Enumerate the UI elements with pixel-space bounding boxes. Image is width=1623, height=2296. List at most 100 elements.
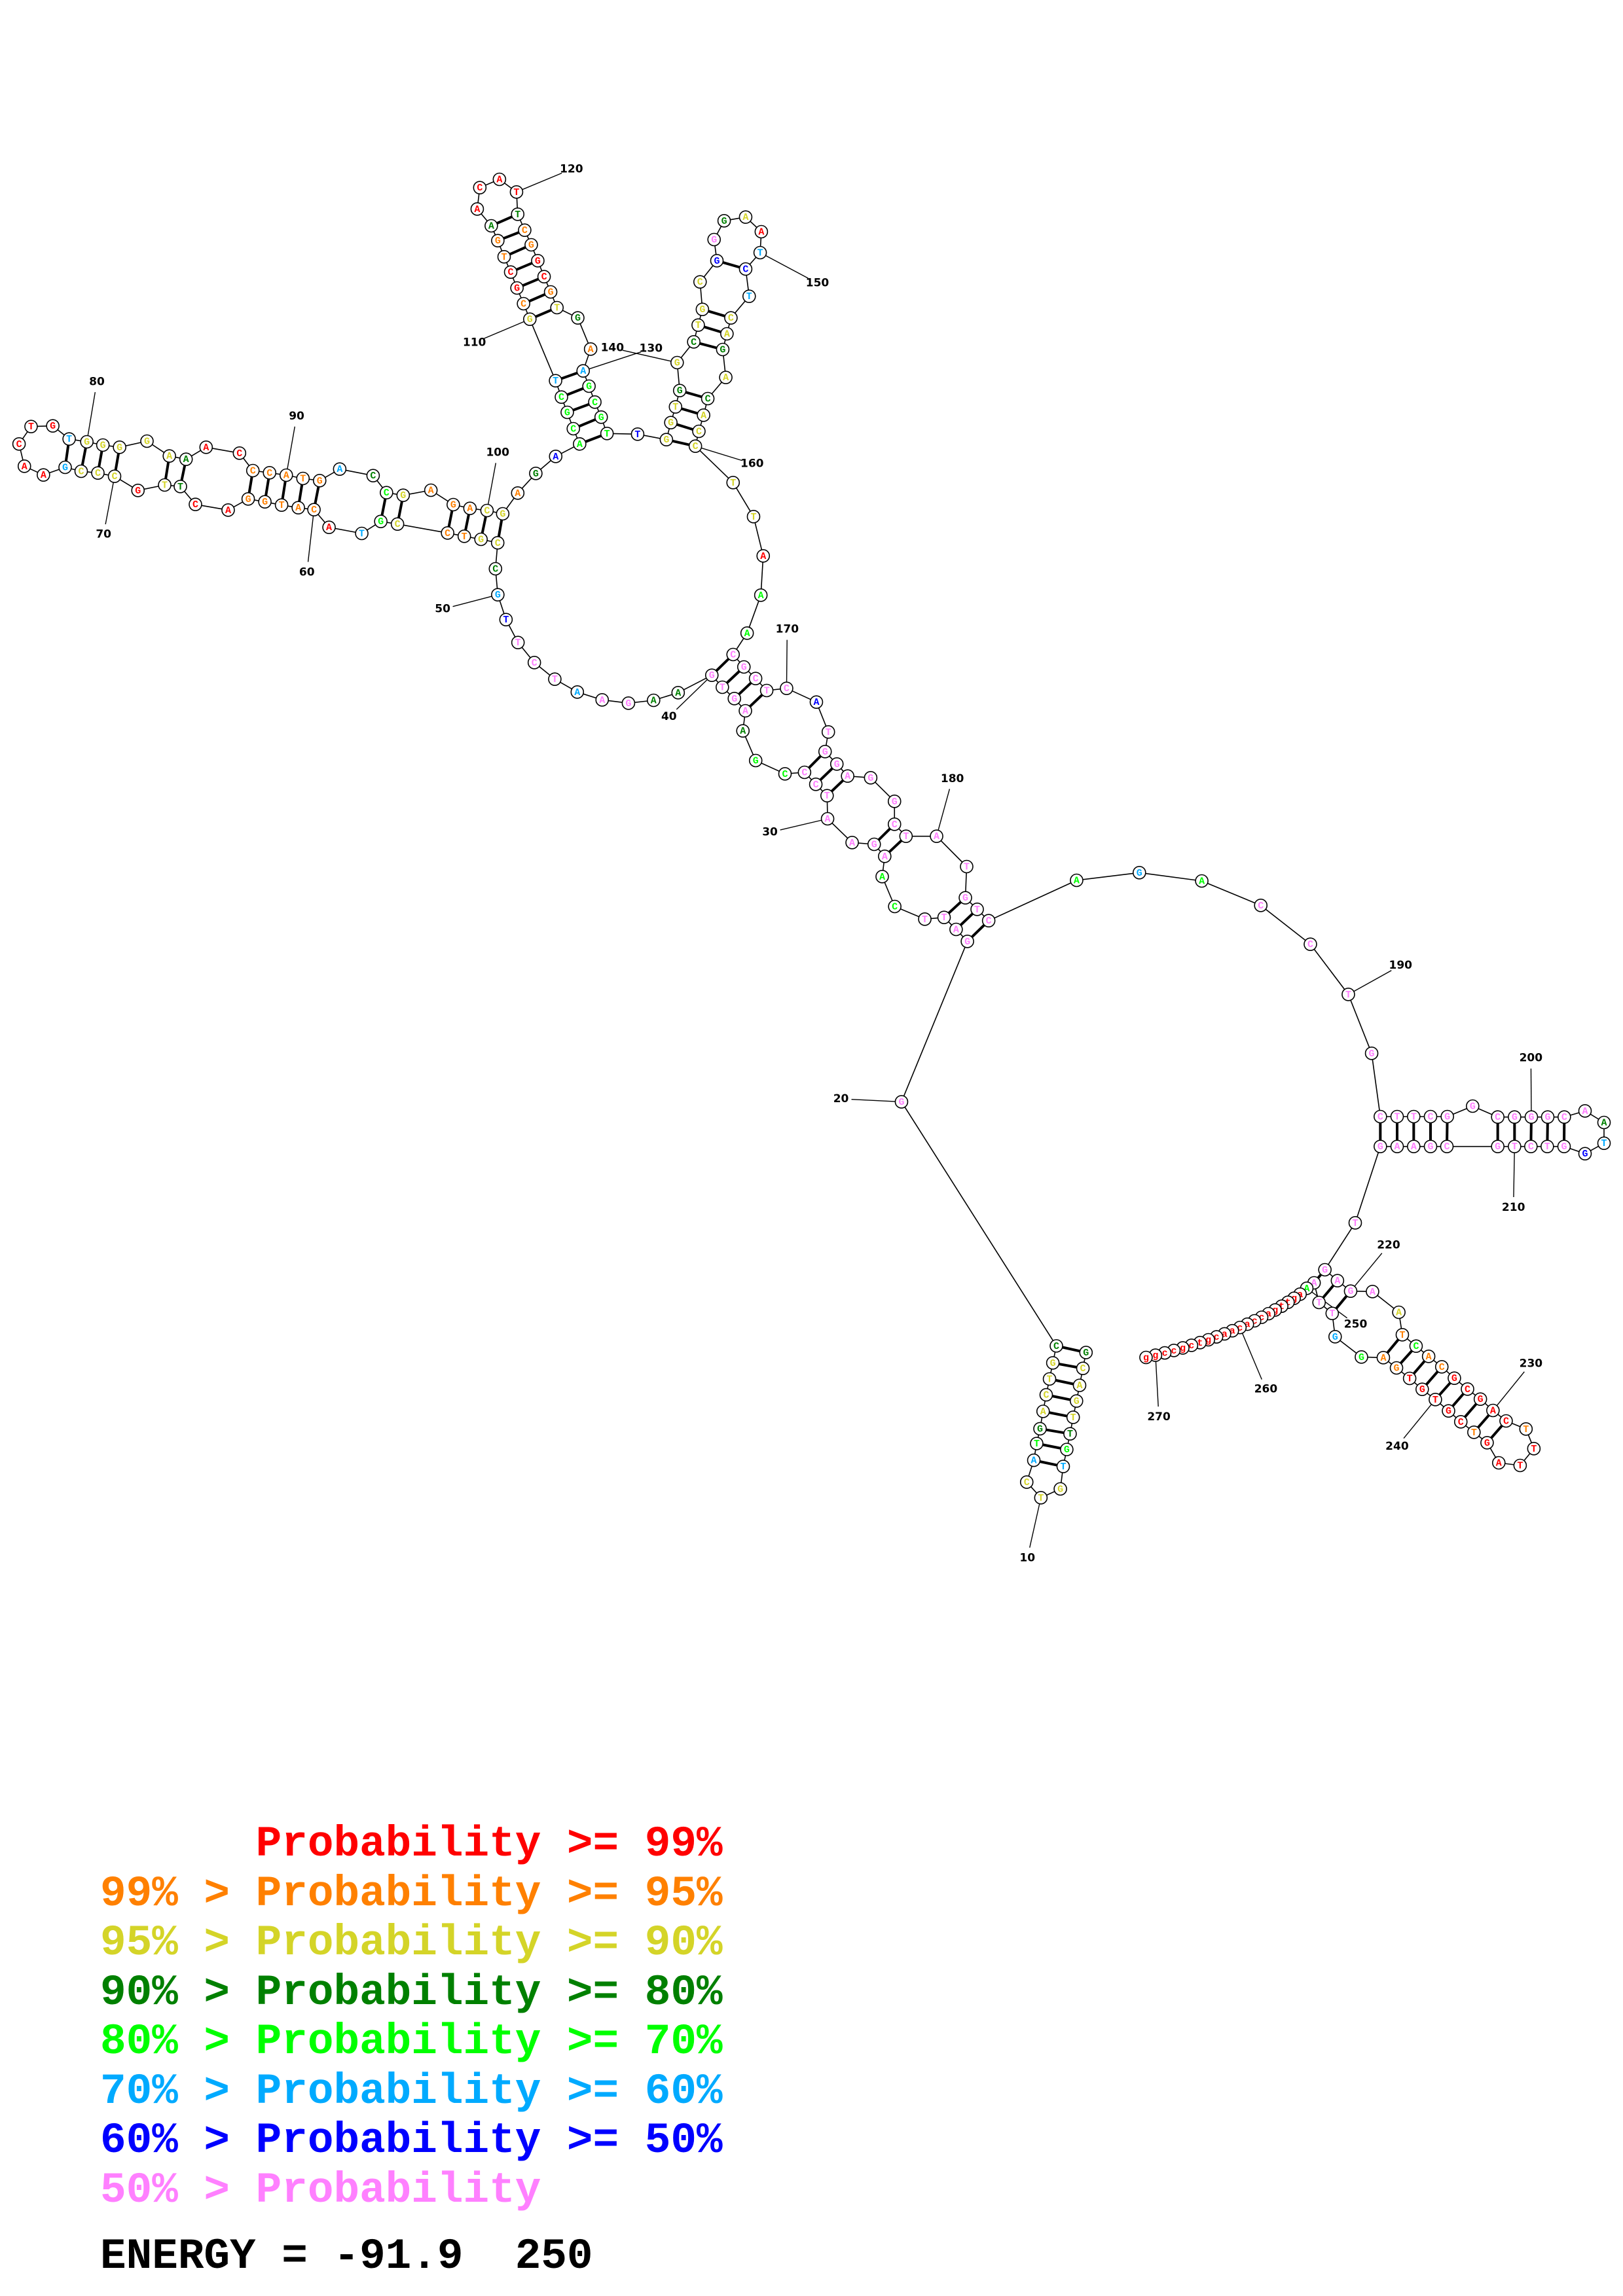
nucleotide-circle [717,214,731,228]
nucleotide-circle [1039,1388,1053,1402]
nucleotide-letter: T [359,529,365,540]
nucleotide-letter: G [514,283,520,295]
nucleotide-letter: C [95,468,101,479]
nucleotide-circle [396,488,410,502]
nucleotide-circle [517,296,530,311]
nucleotide-circle [1423,1109,1438,1124]
nucleotide-letter: C [1080,1363,1086,1374]
nucleotide-letter: A [760,551,766,562]
position-tick [307,509,315,562]
nucleotide-circle [670,355,684,370]
nucleotide-circle [830,757,844,771]
nucleotide-circle [1508,1110,1522,1124]
nucleotide-letter: G [62,463,68,474]
nucleotide-circle [1330,1274,1345,1287]
legend-row-99: Probability >= 99% [100,1820,723,1869]
nucleotide-letter: A [1380,1353,1386,1364]
nucleotide-letter: C [16,439,22,450]
nucleotide-circle [1407,1139,1421,1153]
nucleotide-circle [1053,1482,1067,1496]
nucleotide-letter: C [801,768,807,779]
position-label: 130 [640,342,663,355]
backbone-segment [695,446,734,483]
nucleotide-circle [258,495,272,509]
nucleotide-letter: T [66,434,72,445]
nucleotide-circle [1597,1115,1611,1130]
nucleotide-letter: C [507,267,513,278]
nucleotide-circle [759,683,774,698]
nucleotide-circle [107,469,122,483]
nucleotide-circle [724,311,738,325]
nucleotide-letter: C [1427,1112,1433,1123]
position-label: 110 [463,336,486,349]
nucleotide-circle [1042,1372,1057,1386]
nucleotide-circle [1524,1110,1539,1124]
nucleotide-letter: T [730,478,736,489]
nucleotide-circle [970,903,984,916]
nucleotide-letter: A [934,831,939,842]
position-label: 20 [833,1092,849,1105]
position-label: 180 [941,772,964,785]
nucleotide-circle [820,812,835,826]
nucleotide-letter: C [784,683,790,694]
legend-prefix: 80% > [100,2017,256,2066]
nucleotide-circle [1070,873,1084,888]
legend-text: Probability >= 60% [255,2066,723,2116]
nucleotide-circle [496,507,510,521]
position-tick [676,675,712,710]
nucleotide-letter: A [1334,1276,1340,1287]
nucleotide-circle [374,514,388,528]
nucleotide-circle [820,789,834,802]
nucleotide-circle [697,408,710,422]
nucleotide-circle [780,681,793,695]
nucleotide-letter: t [1279,1301,1285,1312]
nucleotide-letter: A [813,697,819,708]
nucleotide-circle [1461,1382,1474,1396]
nucleotide-circle [199,440,213,454]
nucleotide-circle [937,910,951,924]
nucleotide-letter: T [462,531,467,543]
nucleotide-circle [1027,1453,1041,1467]
nucleotide-circle [960,859,974,874]
nucleotide-letter: T [1034,1439,1040,1450]
nucleotide-circle [570,685,585,699]
nucleotide-letter: A [337,464,342,475]
nucleotide-circle [1421,1350,1436,1363]
legend-row-60: 70% > Probability >= 60% [100,2067,723,2117]
nucleotide-letter: T [826,727,831,738]
backbone-segment [936,836,968,867]
nucleotide-circle [664,416,678,429]
nucleotide-circle [509,185,524,199]
nucleotide-letter: C [1495,1112,1501,1123]
nucleotide-circle [754,588,768,602]
nucleotide-circle [1429,1393,1442,1407]
legend-row-70: 80% > Probability >= 70% [100,2017,723,2067]
backbone-segment [1324,1222,1356,1270]
position-label: 50 [435,603,450,616]
nucleotide-letter: T [1345,990,1351,1001]
position-tick [1306,1287,1348,1319]
nucleotide-circle [1376,1351,1391,1365]
nucleotide-circle [867,837,881,852]
nucleotide-circle [1407,1109,1421,1124]
nucleotide-letter: C [395,519,401,530]
backbone-segment [529,319,556,381]
nucleotide-letter: C [570,424,576,435]
nucleotide-letter: A [651,696,657,707]
nucleotide-letter: T [1067,1429,1073,1440]
nucleotide-letter: C [492,564,498,575]
nucleotide-circle [1069,1394,1084,1408]
nucleotide-circle [1325,1306,1340,1320]
nucleotide-circle [549,450,563,463]
nucleotide-circle [1374,1139,1387,1153]
nucleotide-letter: A [1490,1406,1496,1417]
nucleotide-circle [511,207,525,221]
nucleotide-circle [888,899,902,914]
legend-prefix: 60% > [100,2116,256,2165]
nucleotide-circle [1318,1263,1332,1277]
legend-row-95: 99% > Probability >= 95% [100,1869,723,1919]
nucleotide-circle [647,693,661,708]
nucleotide-letter: A [496,175,502,186]
nucleotide-letter: G [1137,868,1142,879]
position-tick [1403,1399,1436,1439]
